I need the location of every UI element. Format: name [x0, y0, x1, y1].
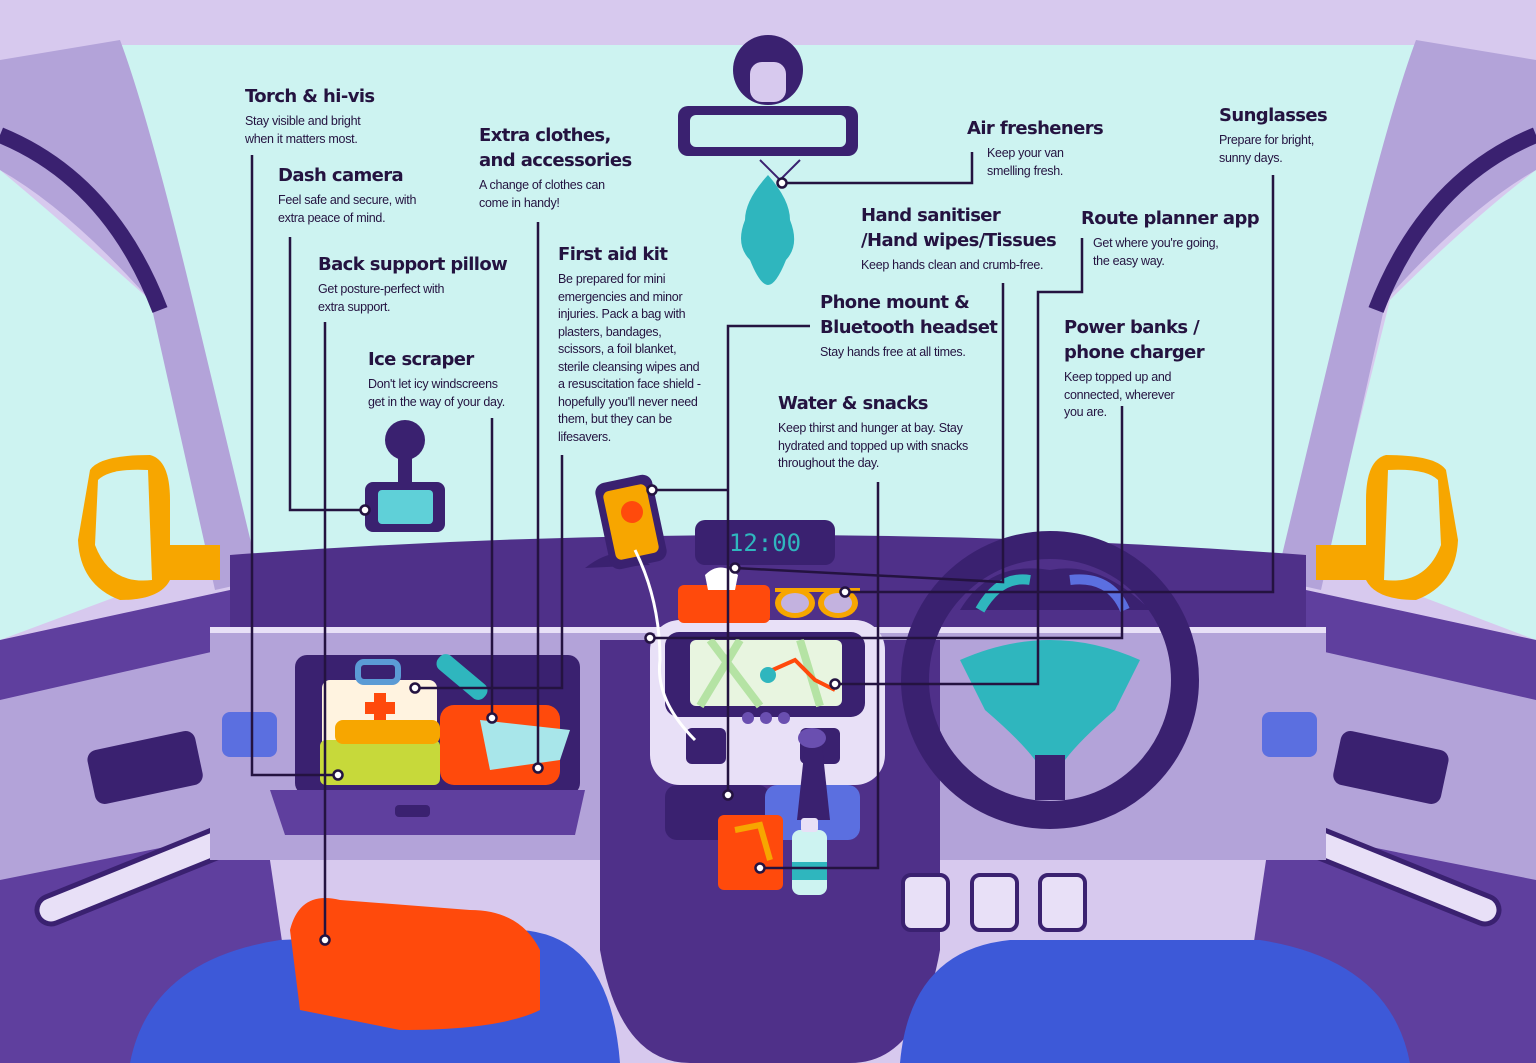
label-title: Route planner app [1081, 208, 1260, 229]
label-air-fresheners: Air fresheners Keep your van smelling fr… [967, 116, 1104, 180]
left-side-mirror [78, 455, 220, 600]
hi-vis-vest [320, 740, 440, 785]
right-air-vent [1262, 712, 1317, 757]
gear-stick [797, 745, 830, 820]
label-description: Keep thirst and hunger at bay. Stay hydr… [778, 421, 968, 470]
label-description: Prepare for bright, sunny days. [1219, 133, 1315, 165]
label-title: Back support pillow [318, 254, 508, 275]
leader-dots [319, 177, 851, 946]
ice-scraper [480, 720, 570, 770]
label-title: Extra clothes, and accessories [479, 125, 632, 171]
label-title: Hand sanitiser /Hand wipes/Tissues [861, 205, 1057, 251]
back-support-pillow [290, 898, 540, 1030]
label-title: Ice scraper [368, 349, 474, 370]
label-title: Phone mount & Bluetooth headset [820, 292, 998, 338]
label-title: Torch & hi-vis [245, 86, 375, 107]
label-description: Stay visible and bright when it matters … [245, 114, 361, 146]
label-description: A change of clothes can come in handy! [479, 178, 605, 210]
tissue-box [678, 567, 770, 623]
label-first-aid-kit: First aid kit Be prepared for mini emerg… [558, 242, 701, 446]
label-hand-sanitiser: Hand sanitiser /Hand wipes/Tissues Keep … [861, 203, 1057, 275]
steering-wheel [901, 531, 1199, 829]
label-sunglasses: Sunglasses Prepare for bright, sunny day… [1219, 103, 1328, 167]
snack-pack [718, 815, 783, 890]
water-bottle [792, 818, 827, 895]
brake-pedal [970, 873, 1019, 932]
phone-mount [585, 474, 697, 742]
label-title: Air fresheners [967, 118, 1104, 139]
label-torch-hi-vis: Torch & hi-vis Stay visible and bright w… [245, 84, 375, 148]
clock-readout: 12:00 [729, 529, 801, 557]
label-description: Stay hands free at all times. [820, 345, 966, 359]
label-description: Keep your van smelling fresh. [987, 146, 1064, 178]
rear-view-mirror [678, 35, 858, 156]
label-description: Get where you're going, the easy way. [1093, 236, 1219, 268]
label-title: First aid kit [558, 244, 668, 265]
right-side-mirror [1316, 455, 1458, 600]
clutch-pedal [901, 873, 950, 932]
label-ice-scraper: Ice scraper Don't let icy windscreens ge… [368, 347, 505, 411]
label-power-banks: Power banks / phone charger Keep topped … [1064, 315, 1205, 422]
torch [335, 720, 440, 744]
label-description: Keep topped up and connected, wherever y… [1064, 370, 1175, 419]
leader-lines [250, 152, 1275, 940]
label-description: Keep hands clean and crumb-free. [861, 258, 1044, 272]
label-dash-camera: Dash camera Feel safe and secure, with e… [278, 163, 416, 227]
label-water-snacks: Water & snacks Keep thirst and hunger at… [778, 391, 968, 473]
label-extra-clothes: Extra clothes, and accessories A change … [479, 123, 632, 212]
label-title: Water & snacks [778, 393, 929, 414]
accelerator-pedal [1038, 873, 1087, 932]
label-phone-mount: Phone mount & Bluetooth headset Stay han… [820, 290, 998, 362]
left-air-vent [222, 712, 277, 757]
label-route-planner: Route planner app Get where you're going… [1081, 206, 1260, 270]
windscreen [90, 45, 1445, 560]
label-description: Don't let icy windscreens get in the way… [368, 377, 505, 409]
label-back-support-pillow: Back support pillow Get posture-perfect … [318, 252, 508, 316]
label-description: Be prepared for mini emergencies and min… [558, 272, 701, 444]
digital-clock: 12:00 [695, 520, 835, 565]
label-title: Dash camera [278, 165, 404, 186]
label-description: Feel safe and secure, with extra peace o… [278, 193, 417, 225]
dash-camera [365, 420, 445, 532]
label-title: Sunglasses [1219, 105, 1328, 126]
right-seat [900, 940, 1410, 1063]
label-title: Power banks / phone charger [1064, 317, 1205, 363]
label-description: Get posture-perfect with extra support. [318, 282, 445, 314]
